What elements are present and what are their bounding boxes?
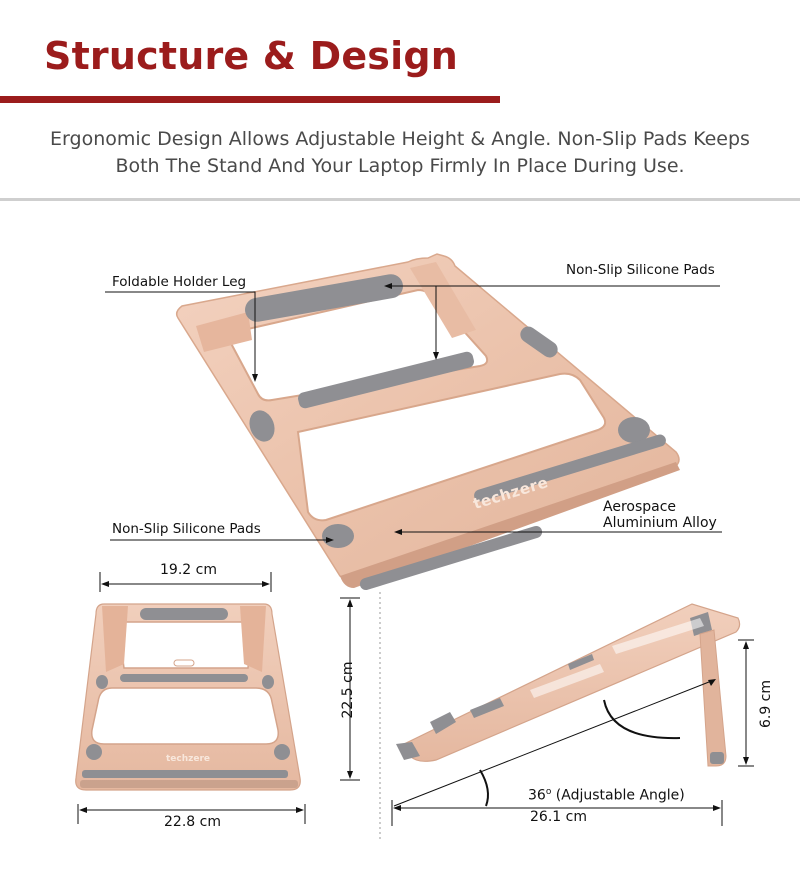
brand-logo-small: techzere bbox=[166, 754, 211, 764]
intro-line-1: Ergonomic Design Allows Adjustable Heigh… bbox=[50, 128, 750, 150]
front-view-stand bbox=[75, 603, 301, 791]
dim-top-width: 19.2 cm bbox=[160, 562, 217, 578]
intro-line-2: Both The Stand And Your Laptop Firmly In… bbox=[115, 155, 685, 177]
side-view-stand bbox=[396, 603, 741, 767]
callout-arrowheads bbox=[252, 283, 439, 543]
dim-bottom-width: 22.8 cm bbox=[164, 814, 221, 830]
callout-pads-bottom: Non-Slip Silicone Pads bbox=[112, 521, 261, 537]
callout-material: Aerospace Aluminium Alloy bbox=[603, 499, 717, 531]
callout-material-line-2: Aluminium Alloy bbox=[603, 515, 717, 531]
dim-height: 6.9 cm bbox=[758, 679, 774, 729]
intro-text: Ergonomic Design Allows Adjustable Heigh… bbox=[40, 126, 760, 180]
page-title: Structure & Design bbox=[44, 34, 458, 78]
dim-side-length: 26.1 cm bbox=[530, 809, 587, 825]
callout-material-line-1: Aerospace bbox=[603, 499, 677, 515]
callout-pads-top: Non-Slip Silicone Pads bbox=[566, 262, 715, 278]
main-stand-image bbox=[175, 253, 680, 591]
dim-depth: 22.5 cm bbox=[340, 661, 356, 719]
callout-lines bbox=[105, 285, 722, 541]
title-underline bbox=[0, 96, 500, 103]
callout-foldable-leg: Foldable Holder Leg bbox=[112, 274, 247, 290]
front-view-dimension-lines bbox=[77, 572, 360, 824]
dim-angle-note: (Adjustable Angle) bbox=[555, 787, 685, 804]
section-divider bbox=[0, 198, 800, 201]
dim-angle-degree: o bbox=[545, 787, 552, 797]
side-view-arrowheads bbox=[393, 641, 749, 811]
dim-angle-value: 36 bbox=[528, 787, 546, 804]
dim-angle: 36o (Adjustable Angle) bbox=[528, 787, 685, 804]
side-view-dimension-lines bbox=[391, 639, 754, 826]
